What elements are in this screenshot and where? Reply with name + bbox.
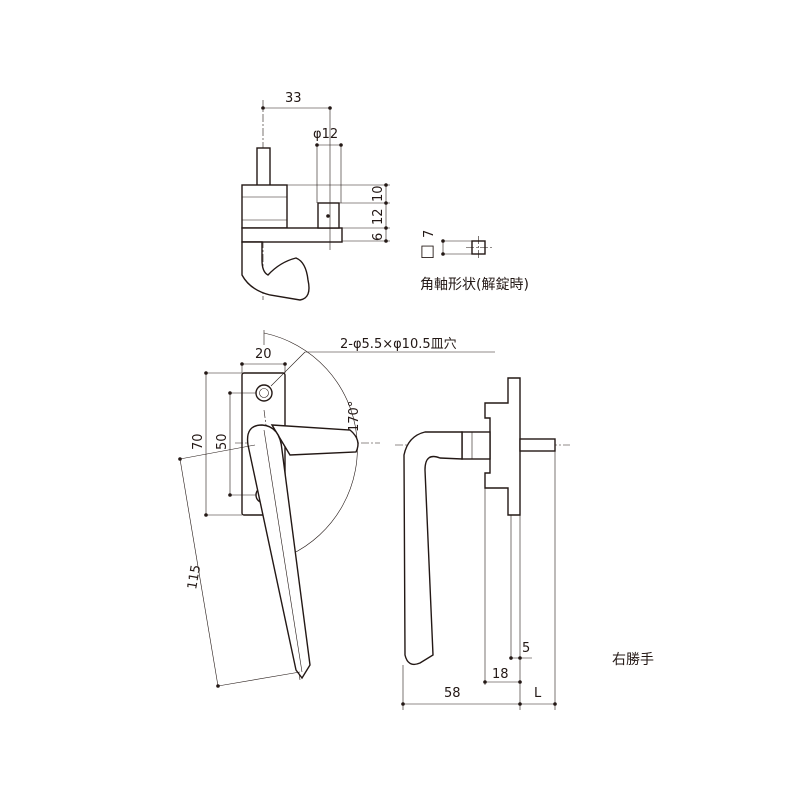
side-view: 5 18 58 L xyxy=(395,377,570,710)
dim-33: 33 xyxy=(285,91,302,106)
dim-115: 115 xyxy=(185,564,204,591)
dim-70: 70 xyxy=(191,433,206,450)
dim-12: 12 xyxy=(371,208,386,225)
dim-6: 6 xyxy=(371,233,386,241)
front-view: 170° 2-φ5.5×φ10.5皿穴 20 70 50 xyxy=(178,330,495,688)
dim-phi12: φ12 xyxy=(313,127,338,142)
top-view: 33 φ12 10 12 6 xyxy=(241,91,390,301)
square-symbol: □ xyxy=(420,241,435,260)
dim-L: L xyxy=(534,686,542,701)
square-size: 7 xyxy=(422,230,437,238)
dim-18: 18 xyxy=(492,667,509,682)
hole-note: 2-φ5.5×φ10.5皿穴 xyxy=(340,337,457,352)
dim-5: 5 xyxy=(522,641,530,656)
dim-10: 10 xyxy=(371,185,386,202)
shaft-shape-caption: 角軸形状(解錠時) xyxy=(420,277,529,293)
hand-label: 右勝手 xyxy=(612,652,654,668)
dim-170deg: 170° xyxy=(347,401,362,432)
dim-58: 58 xyxy=(444,686,461,701)
shaft-shape: □ 7 角軸形状(解錠時) xyxy=(420,230,529,293)
dim-20: 20 xyxy=(255,347,272,362)
dim-50: 50 xyxy=(215,433,230,450)
